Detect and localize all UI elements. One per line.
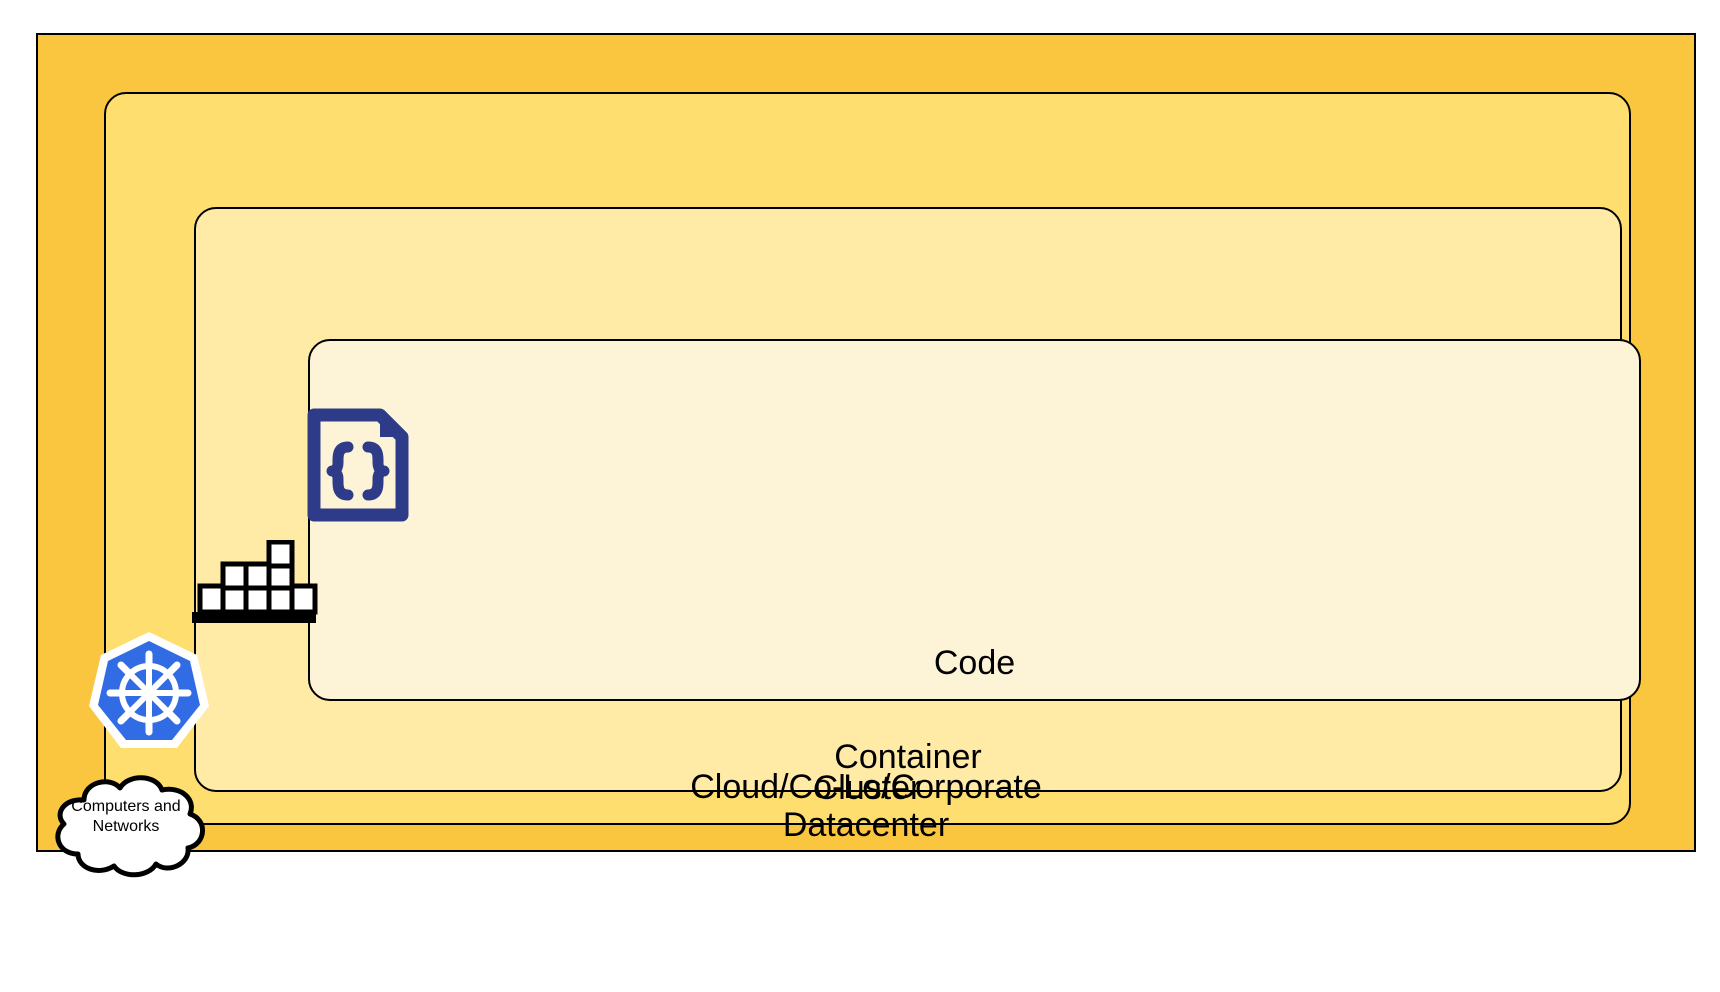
layer-datacenter[interactable]: Code Container: [36, 33, 1696, 878]
kubernetes-icon: [87, 630, 211, 754]
layer-label-cluster: Cluster: [813, 768, 922, 807]
layer-label-container: Container: [834, 737, 982, 776]
cloud-icon: [40, 770, 212, 880]
container-blocks-icon: [190, 539, 318, 624]
code-file-icon: [304, 405, 412, 525]
layer-code[interactable]: Code: [308, 339, 1641, 701]
layer-label-datacenter: Cloud/Co-Lo/Corporate Datacenter: [690, 767, 1042, 844]
layer-cluster[interactable]: Code Container: [104, 92, 1641, 825]
layer-label-code: Code: [933, 643, 1016, 682]
layer-container[interactable]: Code Container: [194, 207, 1641, 792]
